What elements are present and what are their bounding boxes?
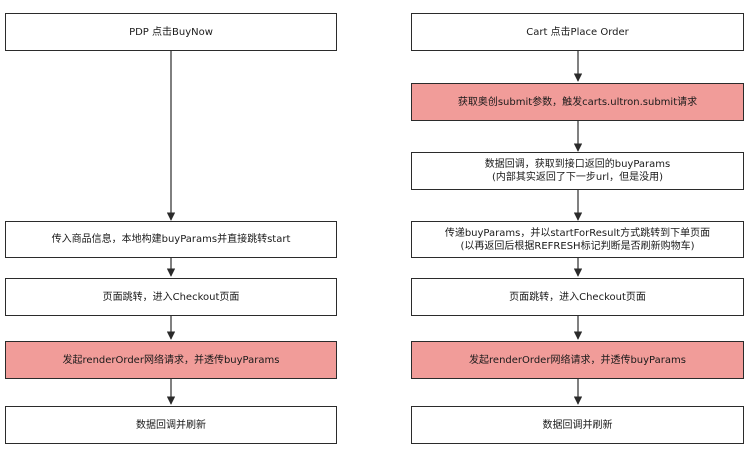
right-step3-box: 传递buyParams，并以startForResult方式跳转到下单页面 (以… <box>411 221 744 258</box>
right-step3-line1: 传递buyParams，并以startForResult方式跳转到下单页面 <box>444 227 711 239</box>
left-step1-label: 传入商品信息，本地构建buyParams并直接跳转start <box>51 234 291 245</box>
left-step2-label: 页面跳转，进入Checkout页面 <box>102 291 240 303</box>
right-step5-box: 发起renderOrder网络请求，并透传buyParams <box>411 341 744 379</box>
right-step2-line1: 数据回调，获取到接口返回的buyParams <box>484 159 671 170</box>
left-step3-label: 发起renderOrder网络请求，并透传buyParams <box>62 354 280 366</box>
right-step2-line2: (内部其实返回了下一步url，但是没用) <box>491 172 664 183</box>
left-start-box: PDP 点击BuyNow <box>5 13 337 51</box>
left-start-label: PDP 点击BuyNow <box>129 26 213 38</box>
right-step4-box: 页面跳转，进入Checkout页面 <box>411 278 744 316</box>
right-step1-label: 获取奥创submit参数，触发carts.ultron.submit请求 <box>457 96 698 108</box>
right-step2-box: 数据回调，获取到接口返回的buyParams (内部其实返回了下一步url，但是… <box>411 152 744 190</box>
right-start-label: Cart 点击Place Order <box>526 26 629 38</box>
right-step5-label: 发起renderOrder网络请求，并透传buyParams <box>469 354 686 366</box>
right-step6-box: 数据回调并刷新 <box>411 406 744 444</box>
left-step3-box: 发起renderOrder网络请求，并透传buyParams <box>5 341 337 379</box>
right-step4-label: 页面跳转，进入Checkout页面 <box>509 291 646 303</box>
left-step1-box: 传入商品信息，本地构建buyParams并直接跳转start <box>5 221 337 258</box>
right-step3-line2: (以再返回后根据REFRESH标记判断是否刷新购物车) <box>460 240 695 252</box>
right-start-box: Cart 点击Place Order <box>411 13 744 51</box>
left-step4-box: 数据回调并刷新 <box>5 406 337 444</box>
left-step2-box: 页面跳转，进入Checkout页面 <box>5 278 337 316</box>
right-step1-box: 获取奥创submit参数，触发carts.ultron.submit请求 <box>411 83 744 121</box>
left-step4-label: 数据回调并刷新 <box>136 419 206 431</box>
right-step6-label: 数据回调并刷新 <box>542 419 613 431</box>
